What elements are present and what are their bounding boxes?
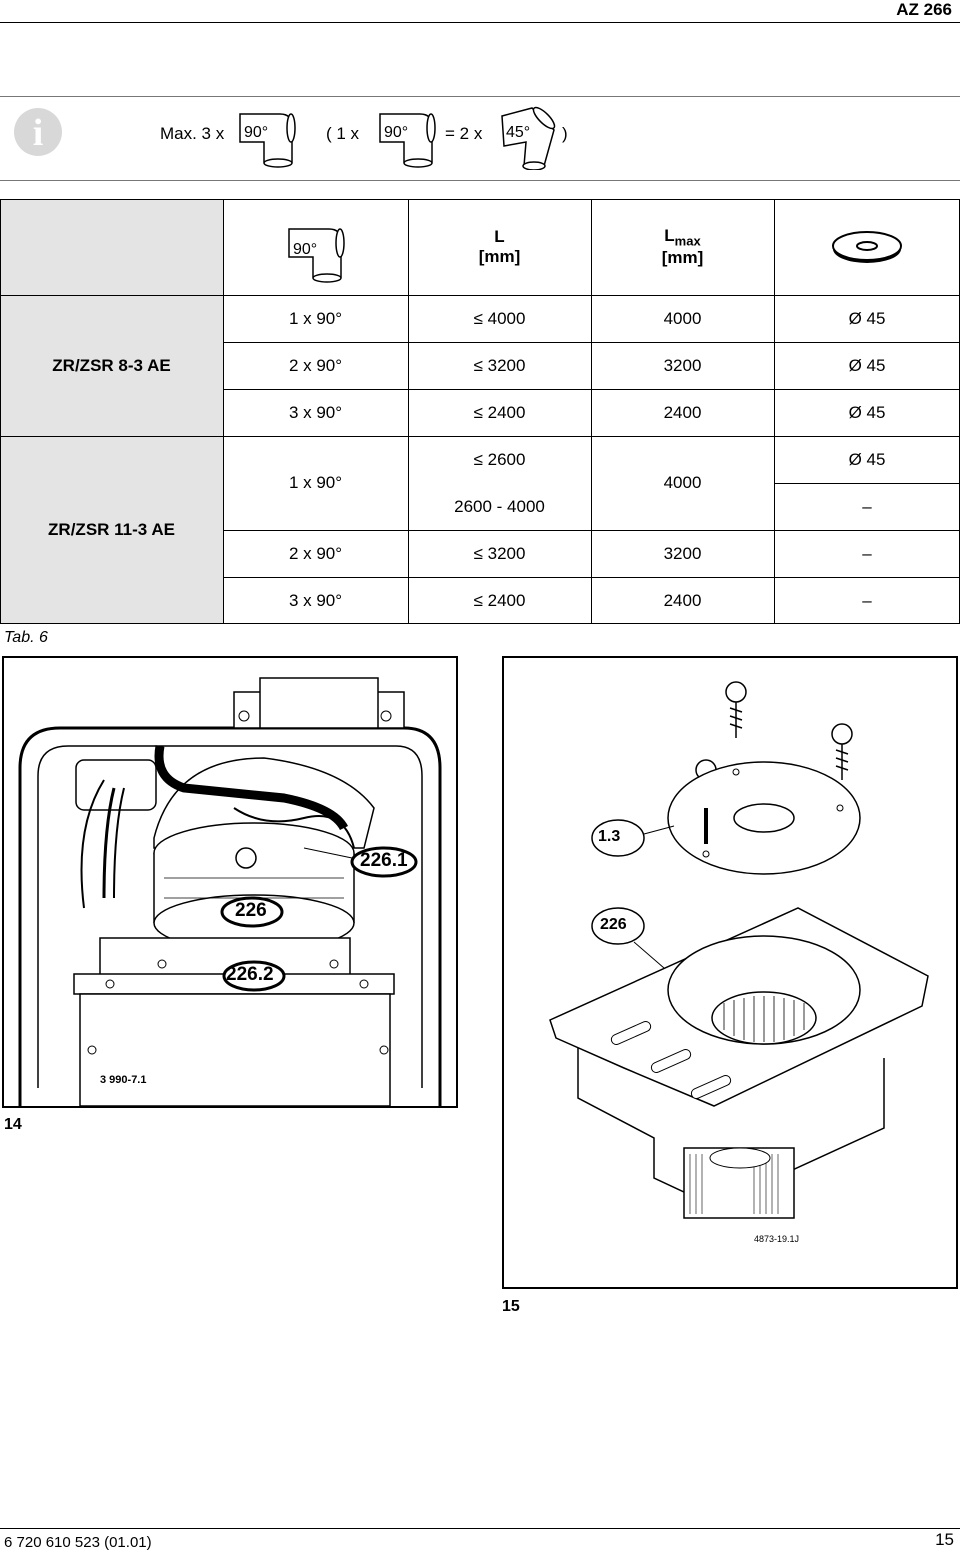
document-number: 6 720 610 523 (01.01): [4, 1534, 152, 1551]
elbow-90-label: 90°: [244, 124, 269, 141]
model-zr-zsr-11-3-ae: ZR/ZSR 11-3 AE: [48, 520, 175, 539]
row-lmax: 2400: [663, 590, 702, 610]
row-lmax: 4000: [663, 473, 702, 492]
callout-1-3: 1.3: [598, 828, 621, 845]
header-elbow-label: 90°: [293, 241, 318, 258]
row-orifice: Ø 45: [848, 355, 886, 375]
row-bends: 2 x 90°: [288, 355, 343, 375]
table-caption: Tab. 6: [4, 629, 48, 646]
figure-15-frame: 1.3 226 4873-19.1J: [502, 656, 958, 1289]
note-close-paren: ): [562, 124, 568, 143]
row-orifice: Ø 45: [848, 308, 886, 328]
fan-orifice-illustration: [549, 681, 929, 1219]
header-rule: [0, 22, 960, 23]
elbow-90-icon: [379, 113, 436, 168]
row-bends: 3 x 90°: [288, 402, 343, 422]
elbow-90-icon: [239, 113, 296, 168]
header-lmax: Lmax [mm]: [661, 225, 704, 268]
flue-length-table: 90° L [mm] Lmax [mm] ZR/ZSR 8-3 AE 1 x 9…: [0, 199, 960, 624]
row-orifice: Ø 45: [848, 449, 886, 469]
page-number: 15: [935, 1530, 954, 1549]
row-orifice: –: [862, 543, 872, 563]
note-top-rule: [0, 96, 960, 97]
row-lmax: 3200: [663, 355, 702, 375]
row-l: ≤ 3200: [473, 543, 526, 563]
figure-number: 15: [502, 1298, 520, 1315]
info-icon: i: [14, 108, 62, 156]
row-orifice: –: [862, 496, 872, 516]
callout-226: 226: [600, 916, 627, 933]
elbow-45-icon: [501, 106, 556, 170]
figure-number: 14: [4, 1116, 22, 1133]
elbow-90-icon: [288, 228, 345, 283]
note-prefix: Max. 3 x: [160, 124, 225, 143]
row-orifice: –: [862, 590, 872, 610]
row-bends: 1 x 90°: [288, 473, 343, 492]
row-l: ≤ 4000: [473, 308, 526, 328]
row-bends: 2 x 90°: [288, 543, 343, 563]
row-l: ≤ 3200: [473, 355, 526, 375]
elbow-90-label: 90°: [384, 124, 409, 141]
note-equals: = 2 x: [445, 124, 483, 143]
document-code: AZ 266: [896, 0, 952, 19]
figure-code: 4873-19.1J: [754, 1234, 800, 1244]
row-lmax: 4000: [663, 308, 702, 328]
note-bottom-rule: [0, 180, 960, 181]
row-lmax: 2400: [663, 402, 702, 422]
row-bends: 3 x 90°: [288, 590, 343, 610]
row-bends: 1 x 90°: [288, 308, 343, 328]
header-orifice: [774, 199, 960, 295]
note-open-paren: ( 1 x: [326, 124, 360, 143]
callout-226-1: 226.1: [360, 850, 408, 871]
callout-226: 226: [235, 900, 267, 921]
figure-14-frame: 226.1 226 226.2 3 990-7.1: [2, 656, 458, 1108]
row-l: 2600 - 4000: [454, 496, 545, 516]
header-elbow-cell: 90°: [223, 199, 408, 295]
row-l: ≤ 2600: [473, 449, 526, 469]
row-l: ≤ 2400: [473, 590, 526, 610]
callout-226-2: 226.2: [226, 964, 274, 985]
elbow-45-label: 45°: [506, 124, 531, 141]
figure-code: 3 990-7.1: [100, 1074, 147, 1086]
model-zr-zsr-8-3-ae: ZR/ZSR 8-3 AE: [52, 355, 171, 375]
header-l: L [mm]: [478, 227, 521, 266]
row-l: ≤ 2400: [473, 402, 526, 422]
footer-rule: [0, 1528, 960, 1529]
row-lmax: 3200: [663, 543, 702, 563]
fan-assembly-illustration: [18, 677, 442, 1107]
row-orifice: Ø 45: [848, 402, 886, 422]
orifice-ring-icon: [832, 231, 902, 263]
